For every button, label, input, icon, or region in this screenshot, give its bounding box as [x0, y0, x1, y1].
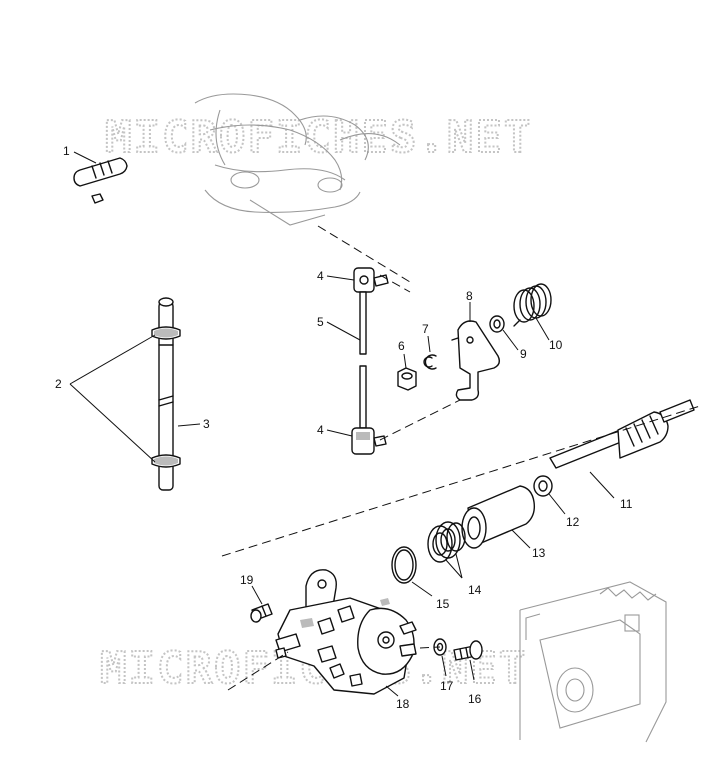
callout-11: 11 [620, 497, 633, 511]
part-8-bracket [451, 302, 501, 401]
part-14-bearings [427, 521, 466, 579]
callout-16: 16 [468, 692, 482, 706]
part-5-rod [359, 291, 367, 429]
callout-1: 1 [63, 144, 70, 158]
callout-5: 5 [317, 315, 324, 329]
ghost-assembly-bottom-right [519, 581, 667, 743]
callout-14: 14 [468, 583, 482, 597]
part-10-spring [513, 283, 552, 341]
part-7-eclip [423, 335, 437, 370]
callout-13: 13 [532, 546, 546, 560]
callout-3: 3 [203, 417, 210, 431]
part-2-clip-upper [151, 326, 181, 340]
callout-19: 19 [240, 573, 254, 587]
guide-line-lower-top [221, 405, 701, 557]
guide-line-rod-bottom [379, 394, 471, 441]
callout-2: 2 [55, 377, 62, 391]
callout-7: 7 [422, 322, 429, 336]
part-19-screw [250, 585, 273, 623]
part-15-oring [391, 546, 433, 597]
ghost-assembly-top [194, 93, 401, 226]
guide-line-rod-top [379, 274, 411, 293]
guide-line-lower-left [227, 651, 289, 691]
callout-9: 9 [520, 347, 527, 361]
callout-8: 8 [466, 289, 473, 303]
part-9-washer [489, 315, 519, 351]
part-6-nut [397, 353, 417, 391]
guide-line-top [317, 225, 411, 283]
part-4-rod-end-lower [351, 427, 387, 455]
part-1-bolt [73, 151, 128, 204]
callout-15: 15 [436, 597, 450, 611]
part-12-washer [533, 475, 566, 515]
part-16-bolt [453, 640, 483, 681]
callout-4-upper: 4 [317, 269, 324, 283]
part-4-rod-end-upper [353, 267, 389, 293]
callout-18: 18 [396, 697, 410, 711]
watermark-top: MICROFICHES.NET [105, 112, 532, 163]
callout-10: 10 [549, 338, 563, 352]
callout-6: 6 [398, 339, 405, 353]
part-2-clip-lower [151, 454, 181, 468]
part-13-sleeve [461, 485, 536, 549]
part-11-gear-shaft [549, 399, 695, 499]
part-18-pump-body [275, 569, 417, 697]
part-3-shaft [158, 297, 174, 491]
guide-line-lower-right [419, 646, 441, 649]
callout-4-lower: 4 [317, 423, 324, 437]
callout-12: 12 [566, 515, 580, 529]
callout-17: 17 [440, 679, 454, 693]
